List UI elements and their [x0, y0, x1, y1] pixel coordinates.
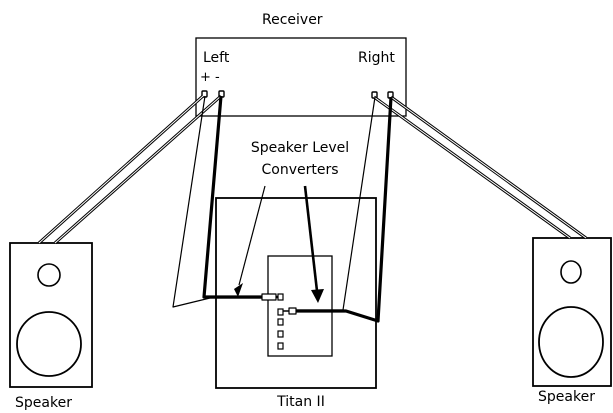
right-speaker — [532, 237, 612, 387]
titan-box — [215, 197, 377, 389]
receiver-right-label: Right — [358, 50, 395, 66]
left-speaker-wire — [37, 94, 222, 245]
titan-module — [267, 255, 333, 357]
titan-label: Titan II — [277, 394, 325, 410]
left-converter-wires — [172, 95, 278, 308]
right-converter-wires — [283, 96, 393, 323]
right-speaker-wire — [373, 95, 587, 240]
receiver-polarity-label: + - — [200, 70, 220, 85]
converters-label-line1: Speaker Level — [250, 140, 350, 156]
converter-callout-arrows — [234, 185, 324, 303]
module-terminals — [277, 293, 284, 350]
receiver-box — [195, 37, 407, 117]
right-speaker-label: Speaker — [538, 389, 595, 405]
converters-label-line2: Converters — [261, 162, 339, 178]
receiver-left-label: Left — [203, 50, 230, 66]
left-speaker-label: Speaker — [15, 395, 72, 411]
left-speaker — [9, 242, 93, 388]
receiver-title: Receiver — [262, 12, 323, 28]
